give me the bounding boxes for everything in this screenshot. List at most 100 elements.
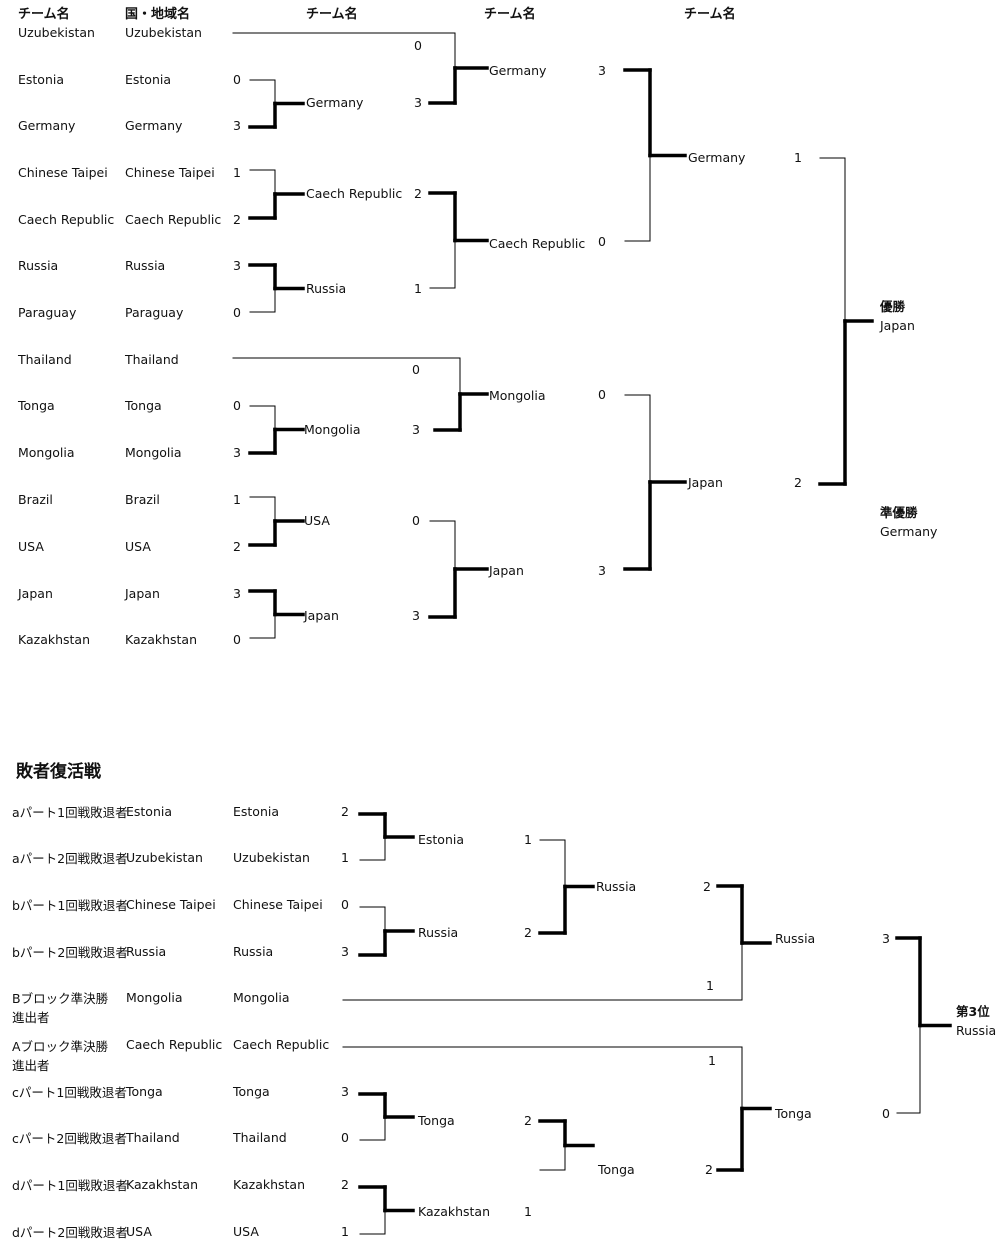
score: 0 (341, 1130, 349, 1145)
match-winner: Kazakhstan (418, 1204, 491, 1219)
score: 0 (233, 632, 241, 647)
match-winner: Japan (489, 563, 524, 578)
entry-country: USA (233, 1224, 259, 1239)
score: 2 (794, 475, 802, 490)
entry-team: Brazil (18, 492, 53, 507)
entry-team: Chinese Taipei (126, 897, 216, 912)
score: 0 (882, 1106, 890, 1121)
score: 1 (708, 1053, 716, 1068)
entry-country: Uzubekistan (125, 25, 202, 40)
slot-label: cパート1回戦敗退者 (12, 1085, 127, 1100)
entry-country: Tonga (233, 1084, 270, 1099)
slot-label: Bブロック準決勝 (12, 991, 109, 1006)
score: 1 (706, 978, 714, 993)
entry-country: Mongolia (125, 445, 182, 460)
score: 1 (524, 1204, 532, 1219)
entry-team: USA (126, 1224, 152, 1239)
score: 1 (233, 492, 241, 507)
score: 1 (341, 850, 349, 865)
score: 3 (341, 944, 349, 959)
slot-label: bパート2回戦敗退者 (12, 945, 128, 960)
score: 2 (705, 1162, 713, 1177)
score: 1 (794, 150, 802, 165)
header-team-name: チーム名 (18, 7, 70, 22)
entry-team: Thailand (18, 352, 72, 367)
score: 2 (341, 804, 349, 819)
score: 3 (412, 422, 420, 437)
score: 0 (598, 387, 606, 402)
entry-team: Tonga (126, 1084, 163, 1099)
entry-country: Japan (125, 586, 160, 601)
score: 2 (524, 925, 532, 940)
score: 2 (233, 539, 241, 554)
entry-team: Chinese Taipei (18, 165, 108, 180)
match-winner: Mongolia (304, 422, 361, 437)
entry-country: Chinese Taipei (125, 165, 215, 180)
slot-label: aパート1回戦敗退者 (12, 805, 128, 820)
entry-team: Russia (126, 944, 167, 959)
slot-label: cパート2回戦敗退者 (12, 1131, 127, 1146)
entry-team: Mongolia (18, 445, 75, 460)
score: 0 (233, 398, 241, 413)
entry-country: Caech Republic (125, 212, 222, 227)
match-winner: Mongolia (489, 388, 546, 403)
match-winner: Estonia (418, 832, 465, 847)
score: 1 (414, 281, 422, 296)
entry-country: Brazil (125, 492, 160, 507)
score: 2 (524, 1113, 532, 1128)
score: 3 (233, 118, 241, 133)
entry-country: Thailand (233, 1130, 287, 1145)
header-round1: チーム名 (306, 7, 358, 22)
entry-team: Kazakhstan (126, 1177, 199, 1192)
repechage-title: 敗者復活戦 (16, 762, 101, 782)
entry-team: Paraguay (18, 305, 77, 320)
entry-team: Russia (18, 258, 59, 273)
score: 3 (233, 445, 241, 460)
score: 3 (598, 563, 606, 578)
entry-team: Estonia (18, 72, 65, 87)
slot-label-line2: 進出者 (12, 1010, 50, 1025)
champion-label: 優勝 (880, 299, 906, 314)
score: 3 (412, 608, 420, 623)
entry-team: Japan (18, 586, 53, 601)
match-winner: Russia (306, 281, 347, 296)
champion-name: Japan (880, 318, 915, 333)
slot-label: dパート2回戦敗退者 (12, 1225, 128, 1240)
entry-country: Germany (125, 118, 183, 133)
match-winner: Russia (418, 925, 459, 940)
runner-up-name: Germany (880, 524, 938, 539)
slot-label: Aブロック準決勝 (12, 1039, 109, 1054)
entry-country: Mongolia (233, 990, 290, 1005)
score: 3 (414, 95, 422, 110)
match-winner: Germany (688, 150, 746, 165)
match-winner: Germany (489, 63, 547, 78)
match-winner: Tonga (775, 1106, 812, 1121)
entry-country: Russia (233, 944, 274, 959)
entry-country: USA (125, 539, 151, 554)
score: 3 (341, 1084, 349, 1099)
score: 0 (233, 72, 241, 87)
score: 3 (233, 586, 241, 601)
match-winner: Japan (688, 475, 723, 490)
header-round3: チーム名 (684, 7, 736, 22)
runner-up-label: 準優勝 (880, 505, 918, 520)
slot-label: aパート2回戦敗退者 (12, 851, 128, 866)
score: 3 (233, 258, 241, 273)
entry-team: Uzubekistan (18, 25, 95, 40)
score: 2 (414, 186, 422, 201)
entry-team: Tonga (18, 398, 55, 413)
entry-country: Russia (125, 258, 166, 273)
score: 2 (703, 879, 711, 894)
match-winner: USA (304, 513, 330, 528)
entry-country: Thailand (125, 352, 179, 367)
score: 0 (233, 305, 241, 320)
entry-country: Estonia (125, 72, 172, 87)
slot-label: dパート1回戦敗退者 (12, 1178, 128, 1193)
match-winner: Germany (306, 95, 364, 110)
third-place-name: Russia (956, 1023, 997, 1038)
score: 3 (882, 931, 890, 946)
entry-country: Caech Republic (233, 1037, 330, 1052)
header-country-region: 国・地域名 (125, 7, 191, 22)
entry-team: USA (18, 539, 44, 554)
